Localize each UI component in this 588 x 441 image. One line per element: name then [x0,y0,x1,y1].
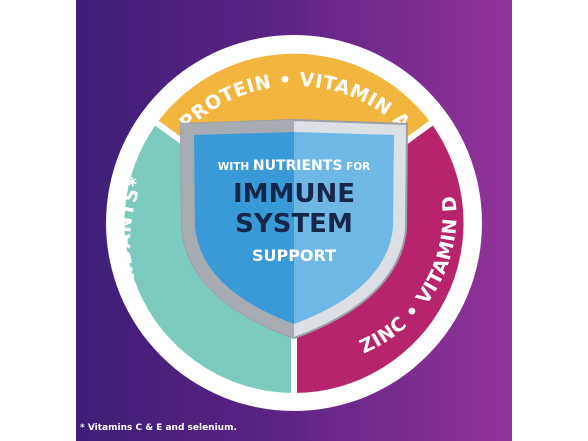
shield-line2: IMMUNE [233,179,355,209]
shield-line3: SYSTEM [235,209,353,239]
shield-line4: SUPPORT [252,246,336,265]
shield-icon: WITH NUTRIENTS FOR IMMUNE SYSTEM SUPPORT [179,118,409,340]
footnote: * Vitamins C & E and selenium. [80,423,237,433]
shield-line1: WITH NUTRIENTS FOR [218,158,371,174]
product-badge-panel: PROTEIN • VITAMIN A ANTIOXIDANTS* ZINC •… [76,0,512,441]
nutrient-wheel: PROTEIN • VITAMIN A ANTIOXIDANTS* ZINC •… [106,35,482,411]
